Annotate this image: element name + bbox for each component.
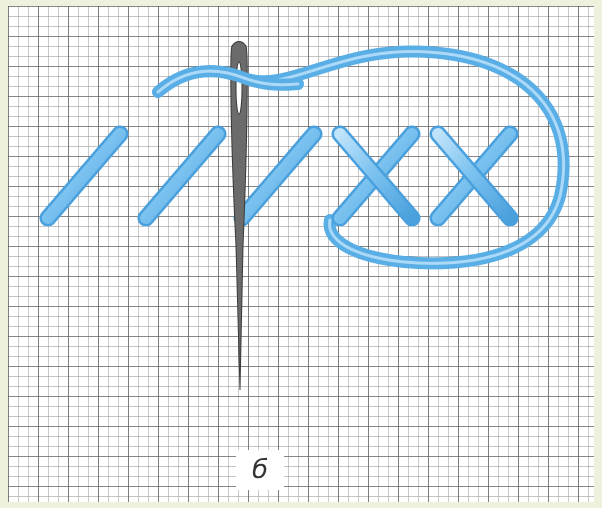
cross-stitch-illustration [8,6,594,502]
figure-caption: б [236,450,284,490]
